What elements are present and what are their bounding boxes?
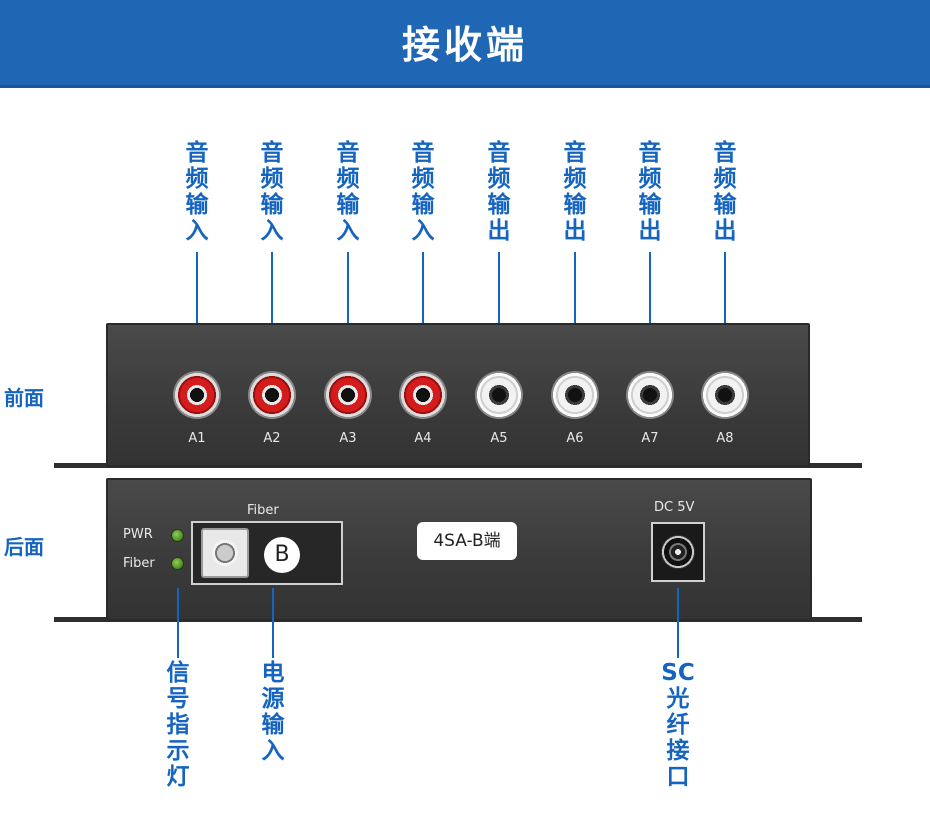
power-input-label-char: 电 — [261, 660, 285, 686]
port-leader-a6 — [574, 252, 576, 360]
fiber-led-icon — [171, 557, 184, 570]
port-label-char: 音 — [638, 140, 662, 166]
port-label-char: 输 — [713, 192, 737, 218]
port-label-char: 频 — [336, 166, 360, 192]
port-label-char: 入 — [411, 218, 435, 244]
port-label-char: 音 — [185, 140, 209, 166]
sc-fiber-port-label-char: 口 — [666, 764, 690, 790]
sc-fiber-port-label-char: 光 — [666, 686, 690, 712]
pwr-led-icon — [171, 529, 184, 542]
port-leader-a8 — [724, 252, 726, 360]
rca-jack-a3[interactable] — [324, 371, 372, 419]
port-label-char: 输 — [260, 192, 284, 218]
sc-port-leader — [677, 588, 679, 658]
port-id-a1: A1 — [188, 431, 206, 446]
port-id-a5: A5 — [490, 431, 508, 446]
sc-fiber-port-label-char: 接 — [666, 738, 690, 764]
front-panel — [106, 323, 810, 467]
port-id-a6: A6 — [566, 431, 584, 446]
port-leader-a3 — [347, 252, 349, 360]
signal-indicator-label-char: 灯 — [166, 764, 190, 790]
port-id-a7: A7 — [641, 431, 659, 446]
port-label-char: 出 — [713, 218, 737, 244]
port-label-char: 音 — [336, 140, 360, 166]
port-label-a3: 音频输入 — [333, 140, 363, 244]
port-label-char: 音 — [260, 140, 284, 166]
signal-indicator-label-char: 示 — [166, 738, 190, 764]
port-label-char: 入 — [185, 218, 209, 244]
port-leader-a2 — [271, 252, 273, 360]
signal-indicator-label: 信号指示灯 — [158, 660, 198, 790]
port-label-char: 频 — [713, 166, 737, 192]
fiber-port-label: Fiber — [247, 503, 279, 518]
port-label-a5: 音频输出 — [484, 140, 514, 244]
model-tag: 4SA-B端 — [417, 522, 517, 560]
port-label-a6: 音频输出 — [560, 140, 590, 244]
dc-socket-icon — [661, 535, 695, 569]
rca-jack-a1[interactable] — [173, 371, 221, 419]
port-label-char: 输 — [411, 192, 435, 218]
port-label-a4: 音频输入 — [408, 140, 438, 244]
port-label-a8: 音频输出 — [710, 140, 740, 244]
port-leader-a1 — [196, 252, 198, 360]
fiber-indicator-label: Fiber — [123, 556, 155, 571]
port-label-char: 出 — [563, 218, 587, 244]
port-label-char: 频 — [487, 166, 511, 192]
port-label-char: 输 — [563, 192, 587, 218]
port-label-char: 入 — [336, 218, 360, 244]
sc-ferrule-icon — [212, 540, 238, 566]
power-input-leader — [272, 588, 274, 658]
rca-jack-a4[interactable] — [399, 371, 447, 419]
rca-jack-a8[interactable] — [701, 371, 749, 419]
port-leader-a4 — [422, 252, 424, 360]
port-label-char: 输 — [487, 192, 511, 218]
sc-fiber-port-label-char: 纤 — [666, 712, 690, 738]
port-label-char: 出 — [638, 218, 662, 244]
sc-fiber-port-label-char: SC — [661, 660, 695, 686]
power-input-label: 电源输入 — [253, 660, 293, 764]
port-label-char: 音 — [487, 140, 511, 166]
fiber-b-badge: B — [264, 537, 300, 573]
signal-indicator-label-char: 号 — [166, 686, 190, 712]
power-input-label-char: 输 — [261, 712, 285, 738]
pwr-label: PWR — [123, 527, 153, 542]
signal-indicator-label-char: 指 — [166, 712, 190, 738]
port-label-a2: 音频输入 — [257, 140, 287, 244]
port-label-char: 入 — [260, 218, 284, 244]
power-input-label-char: 源 — [261, 686, 285, 712]
signal-indicator-leader — [177, 588, 179, 658]
page-title: 接收端 — [401, 23, 528, 67]
port-label-char: 输 — [336, 192, 360, 218]
front-side-label: 前面 — [4, 386, 44, 410]
port-id-a4: A4 — [414, 431, 432, 446]
port-leader-a5 — [498, 252, 500, 360]
port-id-a8: A8 — [716, 431, 734, 446]
port-label-char: 频 — [260, 166, 284, 192]
port-label-a7: 音频输出 — [635, 140, 665, 244]
port-label-char: 频 — [185, 166, 209, 192]
port-label-char: 音 — [713, 140, 737, 166]
port-label-char: 频 — [563, 166, 587, 192]
port-label-char: 音 — [563, 140, 587, 166]
port-id-a2: A2 — [263, 431, 281, 446]
port-label-char: 频 — [638, 166, 662, 192]
port-label-char: 音 — [411, 140, 435, 166]
header-bar — [0, 0, 930, 88]
port-label-char: 输 — [638, 192, 662, 218]
port-id-a3: A3 — [339, 431, 357, 446]
signal-indicator-label-char: 信 — [166, 660, 190, 686]
port-label-char: 出 — [487, 218, 511, 244]
port-label-char: 频 — [411, 166, 435, 192]
rca-jack-a6[interactable] — [551, 371, 599, 419]
port-label-char: 输 — [185, 192, 209, 218]
rca-jack-a5[interactable] — [475, 371, 523, 419]
rear-side-label: 后面 — [4, 535, 44, 559]
dc-label: DC 5V — [654, 500, 695, 515]
port-leader-a7 — [649, 252, 651, 360]
power-input-label-char: 入 — [261, 738, 285, 764]
port-label-a1: 音频输入 — [182, 140, 212, 244]
rca-jack-a2[interactable] — [248, 371, 296, 419]
rca-jack-a7[interactable] — [626, 371, 674, 419]
